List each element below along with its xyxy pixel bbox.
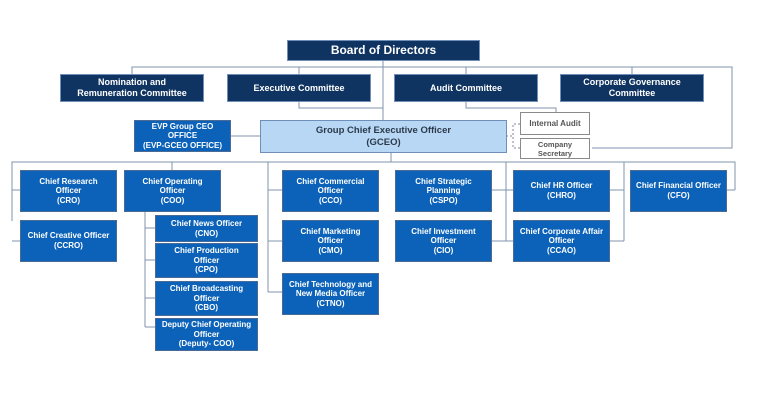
chief-hr-officer[interactable]: Chief HR Officer (CHRO) [513, 170, 610, 212]
chief-broadcasting-officer[interactable]: Chief Broadcasting Officer (CBO) [155, 281, 258, 316]
internal-audit[interactable]: Internal Audit [520, 112, 590, 135]
chief-research-officer[interactable]: Chief Research Officer (CRO) [20, 170, 117, 212]
group-ceo[interactable]: Group Chief Executive Officer (GCEO) [260, 120, 507, 153]
chief-investment-officer[interactable]: Chief Investment Officer (CIO) [395, 220, 492, 262]
chief-creative-officer[interactable]: Chief Creative Officer (CCRO) [20, 220, 117, 262]
chief-news-officer[interactable]: Chief News Officer (CNO) [155, 215, 258, 242]
executive-committee[interactable]: Executive Committee [227, 74, 371, 102]
chief-commercial-officer[interactable]: Chief Commercial Officer (CCO) [282, 170, 379, 212]
company-secretary[interactable]: Company Secretary [520, 138, 590, 159]
chief-financial-officer[interactable]: Chief Financial Officer (CFO) [630, 170, 727, 212]
deputy-chief-operating-officer[interactable]: Deputy Chief Operating Officer (Deputy- … [155, 318, 258, 351]
chief-technology-new-media-officer[interactable]: Chief Technology and New Media Officer (… [282, 273, 379, 315]
chief-production-officer[interactable]: Chief Production Officer (CPO) [155, 243, 258, 278]
audit-committee[interactable]: Audit Committee [394, 74, 538, 102]
corporate-governance-committee[interactable]: Corporate Governance Committee [560, 74, 704, 102]
chief-operating-officer[interactable]: Chief Operating Officer (COO) [124, 170, 221, 212]
chief-marketing-officer[interactable]: Chief Marketing Officer (CMO) [282, 220, 379, 262]
evp-gceo-office[interactable]: EVP Group CEO OFFICE (EVP-GCEO OFFICE) [134, 120, 231, 152]
nomination-remuneration-committee[interactable]: Nomination and Remuneration Committee [60, 74, 204, 102]
chief-strategic-planning[interactable]: Chief Strategic Planning (CSPO) [395, 170, 492, 212]
board-of-directors[interactable]: Board of Directors [287, 40, 480, 61]
chief-corporate-affair-officer[interactable]: Chief Corporate Affair Officer (CCAO) [513, 220, 610, 262]
